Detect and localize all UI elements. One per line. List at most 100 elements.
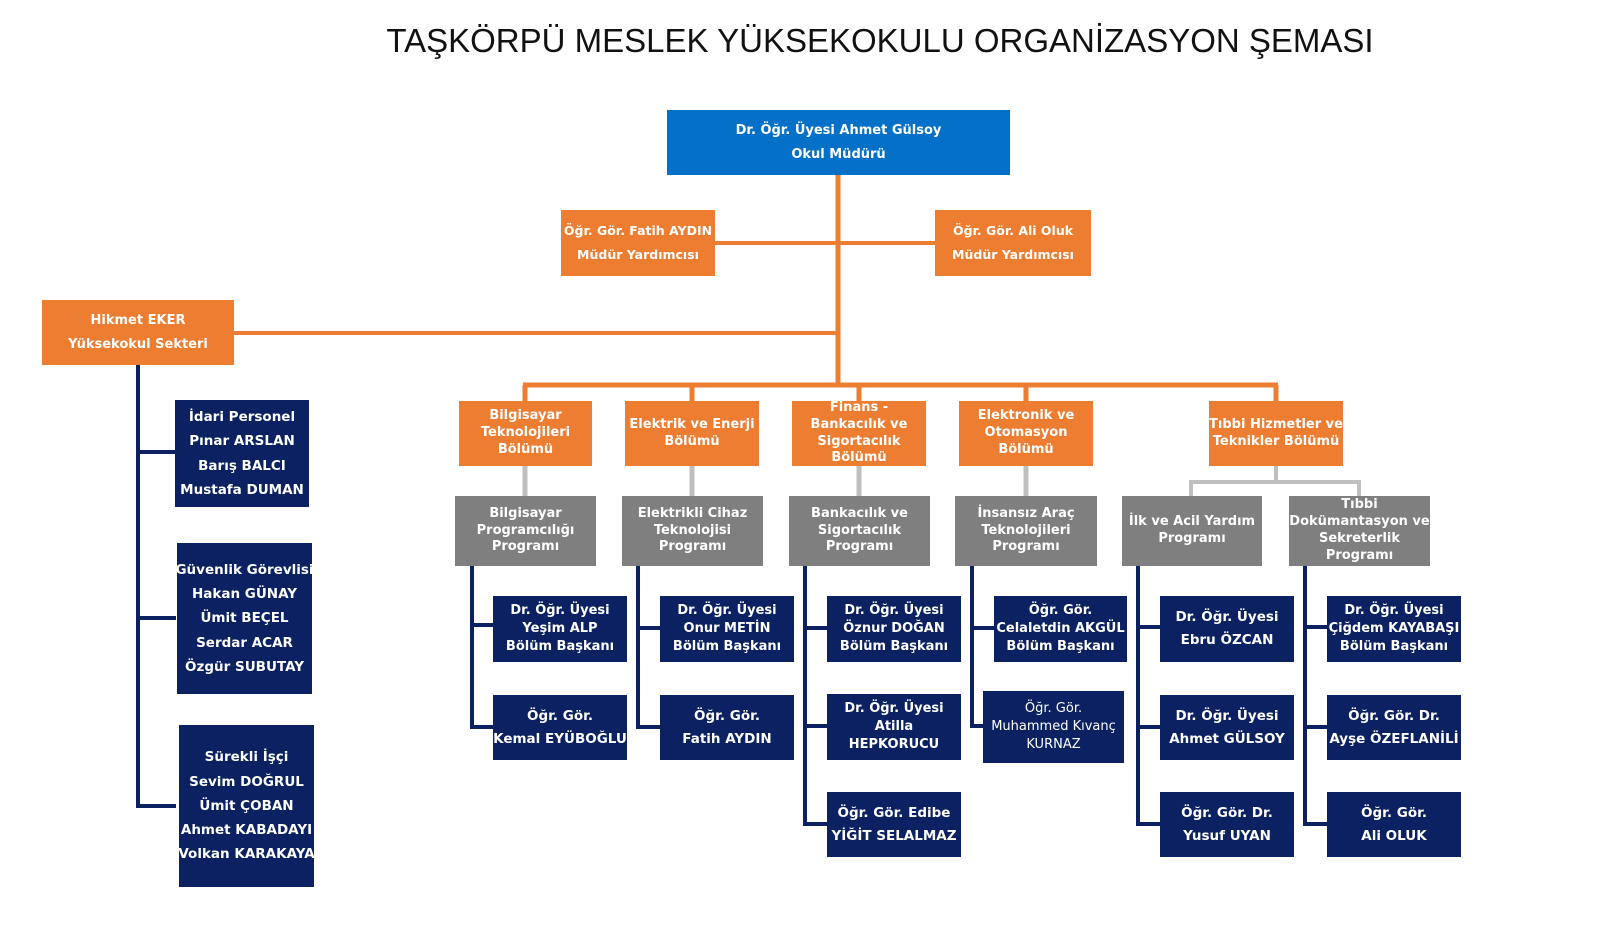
program-box-1-line: Bilgisayar Programcılığı Programı (476, 505, 575, 555)
department-box-3: Finans - Bankacılık ve Sigortacılık Bölü… (792, 401, 926, 466)
program-box-6-line: Tıbbi Dokümantasyon ve Sekreterlik Progr… (1289, 497, 1430, 563)
faculty-box-2-2-line: Fatih AYDIN (682, 730, 772, 747)
staff-box-2-line: Hakan GÜNAY (191, 586, 298, 603)
faculty-box-5-3-line: Öğr. Gör. Dr. (1181, 804, 1273, 821)
faculty-box-4-2-line: Öğr. Gör. (1024, 700, 1083, 716)
faculty-box-5-2-line: Ahmet GÜLSOY (1169, 730, 1285, 747)
faculty-box-5-2-line: Dr. Öğr. Üyesi (1175, 707, 1279, 724)
page-title: TAŞKÖRPÜ MESLEK YÜKSEKOKULU ORGANİZASYON… (386, 22, 1374, 59)
department-box-5: Tıbbi Hizmetler ve Teknikler Bölümü (1209, 401, 1343, 466)
deputy-box-1-line: Öğr. Gör. Fatih AYDIN (563, 223, 713, 239)
faculty-box-4-2-line: Muhammed Kıvanç (991, 718, 1116, 734)
staff-box-1-line: İdari Personel (188, 408, 296, 425)
faculty-box-6-3: Öğr. Gör. Ali OLUK (1327, 792, 1461, 857)
faculty-box-5-3-line: Yusuf UYAN (1183, 827, 1271, 844)
faculty-box-5-3: Öğr. Gör. Dr. Yusuf UYAN (1160, 792, 1294, 857)
program-box-5-line: İlk ve Acil Yardım Programı (1128, 514, 1256, 546)
staff-box-1-line: Barış BALCI (198, 457, 286, 474)
program-box-2-line: Elektrikli Cihaz Teknolojisi Programı (637, 505, 748, 555)
program-box-3: Bankacılık ve Sigortacılık Programı (789, 496, 930, 566)
department-box-4: Elektronik ve Otomasyon Bölümü (959, 401, 1093, 466)
department-box-1-line: Bilgisayar Teknolojileri Bölümü (480, 408, 571, 457)
faculty-box-2-2: Öğr. Gör. Fatih AYDIN (660, 695, 794, 760)
faculty-box-2-1-line: Onur METİN (683, 620, 771, 636)
faculty-box-4-1: Öğr. Gör. Celaletdin AKGÜL Bölüm Başkanı (994, 596, 1127, 662)
program-box-2: Elektrikli Cihaz Teknolojisi Programı (622, 496, 763, 566)
faculty-box-2-1-line: Bölüm Başkanı (672, 639, 782, 655)
program-box-1: Bilgisayar Programcılığı Programı (455, 496, 596, 566)
faculty-box-6-2-line: Öğr. Gör. Dr. (1348, 707, 1440, 724)
department-box-1: Bilgisayar Teknolojileri Bölümü (459, 401, 592, 466)
staff-box-1-line: Pınar ARSLAN (189, 433, 295, 450)
faculty-box-4-1-line: Öğr. Gör. (1028, 602, 1093, 618)
staff-box-3-line: Ümit ÇOBAN (199, 797, 294, 814)
faculty-box-6-2-line: Ayşe ÖZEFLANİLİ (1329, 730, 1459, 747)
secretary-box: Hikmet EKER Yüksekokul Sekteri (42, 300, 234, 365)
deputy-box-1: Öğr. Gör. Fatih AYDIN Müdür Yardımcısı (561, 210, 715, 276)
secretary-box-line: Yüksekokul Sekteri (68, 336, 208, 352)
faculty-box-6-3-line: Ali OLUK (1361, 827, 1427, 844)
staff-box-3-line: Sürekli İşçi (204, 749, 289, 766)
program-box-5: İlk ve Acil Yardım Programı (1122, 496, 1262, 566)
faculty-box-3-1-line: Bölüm Başkanı (839, 639, 949, 655)
department-box-4-line: Elektronik ve Otomasyon Bölümü (977, 408, 1075, 457)
staff-box-3-line: Volkan KARAKAYA (179, 846, 314, 863)
deputy-box-2-line: Müdür Yardımcısı (952, 247, 1074, 262)
secretary-box-line: Hikmet EKER (90, 313, 186, 329)
faculty-box-6-2: Öğr. Gör. Dr. Ayşe ÖZEFLANİLİ (1327, 695, 1461, 760)
faculty-box-1-1-line: Dr. Öğr. Üyesi (510, 602, 610, 618)
faculty-box-4-2-line: KURNAZ (1026, 737, 1081, 753)
faculty-box-4-1-line: Celaletdin AKGÜL (996, 620, 1125, 636)
faculty-box-3-1-line: Öznur DOĞAN (843, 620, 945, 636)
faculty-box-1-1-line: Bölüm Başkanı (505, 639, 615, 655)
faculty-box-3-1-line: Dr. Öğr. Üyesi (844, 602, 944, 618)
department-box-3-line: Finans - Bankacılık ve Sigortacılık Bölü… (810, 401, 908, 466)
faculty-box-4-1-line: Bölüm Başkanı (1006, 639, 1115, 655)
department-box-5-line: Tıbbi Hizmetler ve Teknikler Bölümü (1209, 416, 1343, 449)
department-box-2-line: Elektrik ve Enerji Bölümü (629, 416, 755, 449)
faculty-box-3-3-line: Öğr. Gör. Edibe (837, 804, 951, 821)
program-box-4: İnsansız Araç Teknolojileri Programı (955, 496, 1097, 566)
deputy-box-2-line: Öğr. Gör. Ali Oluk (952, 223, 1074, 239)
faculty-box-6-3-line: Öğr. Gör. (1361, 804, 1427, 821)
faculty-box-2-1-line: Dr. Öğr. Üyesi (677, 602, 777, 618)
program-box-3-line: Bankacılık ve Sigortacılık Programı (811, 505, 908, 555)
staff-box-3-line: Ahmet KABADAYI (180, 822, 313, 839)
staff-box-1-line: Mustafa DUMAN (180, 481, 304, 498)
faculty-box-3-2-line: Atilla (874, 718, 914, 734)
faculty-box-3-2-line: HEPKORUCU (848, 737, 940, 753)
faculty-box-1-2-line: Öğr. Gör. (527, 707, 593, 724)
director-box-line: Okul Müdürü (791, 146, 886, 162)
faculty-box-5-1-line: Dr. Öğr. Üyesi (1175, 609, 1279, 626)
faculty-box-2-2-line: Öğr. Gör. (694, 707, 760, 724)
staff-box-2-line: Ümit BEÇEL (200, 610, 289, 627)
deputy-box-1-line: Müdür Yardımcısı (577, 247, 699, 262)
faculty-box-6-1-line: Dr. Öğr. Üyesi (1344, 602, 1444, 618)
staff-box-2-line: Serdar ACAR (196, 634, 293, 651)
faculty-box-6-1-line: Bölüm Başkanı (1339, 639, 1449, 655)
faculty-box-1-1-line: Yeşim ALP (522, 620, 598, 636)
program-box-6: Tıbbi Dokümantasyon ve Sekreterlik Progr… (1289, 496, 1430, 566)
faculty-box-3-2-line: Dr. Öğr. Üyesi (844, 700, 944, 716)
program-box-4-line: İnsansız Araç Teknolojileri Programı (977, 505, 1075, 555)
faculty-box-3-3-line: YİĞİT SELALMAZ (831, 827, 957, 844)
staff-box-2-line: Özgür SUBUTAY (185, 658, 304, 675)
staff-box-3-line: Sevim DOĞRUL (189, 773, 304, 790)
director-box-line: Dr. Öğr. Üyesi Ahmet Gülsoy (735, 123, 942, 139)
staff-box-2-line: Güvenlik Görevlisi (177, 561, 312, 578)
faculty-box-5-1-line: Ebru ÖZCAN (1180, 632, 1274, 648)
